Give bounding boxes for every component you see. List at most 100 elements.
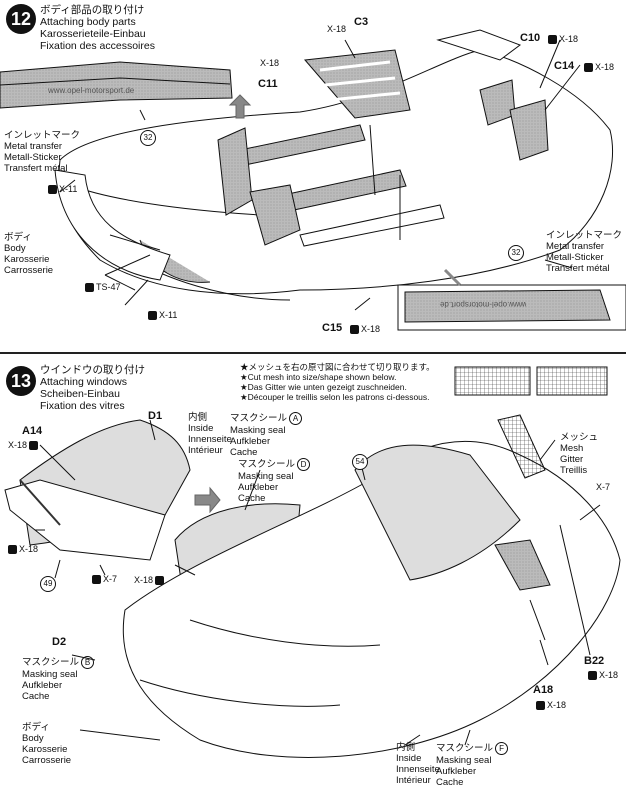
inlet-mark-left-jp: インレットマーク <box>4 130 81 141</box>
screw-hex-icon <box>588 671 597 681</box>
part-label-c3: C3 <box>354 16 369 28</box>
code-x7-right-text: X-7 <box>596 482 611 492</box>
part-c14 <box>509 99 549 161</box>
body-12-jp: ボディ <box>4 232 32 243</box>
mask-b-en: Masking seal <box>22 669 78 680</box>
body-label-12: ボディ Body Karosserie Carrosserie <box>4 232 53 276</box>
part-label-c15: C15 <box>322 322 343 334</box>
code-x18-c15-text: X-18 <box>361 324 381 334</box>
watermark-right: www.opel-motorsport.de <box>440 300 527 309</box>
mesh-template-right <box>536 366 608 396</box>
step12-title-jp: ボディ部品の取り付け <box>40 4 145 16</box>
screw-hex-icon <box>350 325 359 335</box>
screw-hex-icon <box>536 701 545 711</box>
inlet-mark-right-fr: Transfert métal <box>546 263 610 274</box>
note-de: ★Das Gitter wie unten gezeigt zuschneide… <box>240 382 407 392</box>
mask-f-fr: Cache <box>436 777 464 788</box>
mask-b-de: Aufkleber <box>22 680 63 691</box>
code-x18-mid: X-18 <box>134 575 166 586</box>
inlet-mark-left-label: インレットマーク Metal transfer Metall-Sticker T… <box>4 130 80 174</box>
mask-d-en: Masking seal <box>238 471 294 482</box>
step-number-12: 12 <box>6 4 36 34</box>
decal-number-32-left: 32 <box>140 130 156 146</box>
inside-label-top: 内側 Inside Innenseite Intérieur <box>188 412 232 456</box>
part-label-a14: A14 <box>22 425 43 437</box>
code-ts47: TS-47 <box>85 282 121 293</box>
part-a18 <box>494 539 551 591</box>
decal-number-49: 49 <box>40 576 56 592</box>
step12-title-fr: Fixation des accessoires <box>40 40 155 52</box>
code-x18-b22: X-18 <box>588 670 619 681</box>
body-label-13: ボディ Body Karosserie Carrosserie <box>22 722 71 766</box>
note-en: ★Cut mesh into size/shape shown below. <box>240 372 397 382</box>
code-x18-left-text: X-18 <box>19 544 39 554</box>
screw-hex-icon <box>155 576 165 586</box>
mask-d-de: Aufkleber <box>238 482 279 493</box>
inside-bottom-jp: 内側 <box>396 742 416 753</box>
body-12-de: Karosserie <box>4 254 50 265</box>
code-x18-c3: X-18 <box>327 24 346 34</box>
part-label-b22: B22 <box>584 655 605 667</box>
body-13-en: Body <box>22 733 44 744</box>
code-x18-b22-text: X-18 <box>599 670 619 680</box>
part-label-d1: D1 <box>148 410 163 422</box>
body-shell-12 <box>58 49 614 295</box>
code-x18-a18: X-18 <box>536 700 567 711</box>
inlet-mark-left-de: Metall-Sticker <box>4 152 62 163</box>
code-x18-c11: X-18 <box>260 58 279 68</box>
body-12-fr: Carrosserie <box>4 265 54 276</box>
step13-title: ウインドウの取り付け Attaching windows Scheiben-Ei… <box>40 364 145 412</box>
mask-a-de: Aufkleber <box>230 436 271 447</box>
code-x18-c14: X-18 <box>584 62 615 73</box>
code-x18-c14-text: X-18 <box>595 62 615 72</box>
code-x11-left-text: X-11 <box>59 184 78 194</box>
part-label-c11: C11 <box>258 78 278 90</box>
part-label-a18: A18 <box>533 684 554 696</box>
part-label-d2: D2 <box>52 636 67 648</box>
code-x18-a14-text: X-18 <box>8 440 28 450</box>
step12-title-en: Attaching body parts <box>40 16 136 28</box>
mask-f-jp: マスクシール <box>436 743 494 754</box>
code-x11-bottom: X-11 <box>148 310 177 321</box>
mesh-label: メッシュ Mesh Gitter Treillis <box>560 432 598 476</box>
code-x18-a14: X-18 <box>8 440 40 451</box>
mask-f-en: Masking seal <box>436 755 492 766</box>
step12-title: ボディ部品の取り付け Attaching body parts Karosser… <box>40 4 155 52</box>
inlet-mark-right-de: Metall-Sticker <box>546 252 604 263</box>
inlet-mark-right-label: インレットマーク Metal transfer Metall-Sticker T… <box>546 230 622 274</box>
body-13-fr: Carrosserie <box>22 755 72 766</box>
screw-hex-icon <box>148 311 157 321</box>
decal-number-54: 54 <box>352 454 368 470</box>
code-x11-left: X-11 <box>48 184 78 195</box>
code-x18-a18-text: X-18 <box>547 700 567 710</box>
mask-d-fr: Cache <box>238 493 266 504</box>
screw-hex-icon <box>584 63 593 73</box>
code-x7-left: X-7 <box>92 574 117 585</box>
screw-hex-icon <box>548 35 557 45</box>
inside-label-bottom: 内側 Inside Innenseite Intérieur <box>396 742 440 786</box>
code-x18-c15: X-18 <box>350 324 381 335</box>
screw-hex-icon <box>48 185 57 195</box>
rear-wing-12 <box>436 29 522 61</box>
direction-arrow-13 <box>194 486 221 514</box>
inside-top-fr: Intérieur <box>188 445 223 456</box>
inlet-mark-right-jp: インレットマーク <box>546 230 623 241</box>
front-bumper-12 <box>54 169 171 281</box>
screw-hex-icon <box>29 441 39 451</box>
watermark-left: www.opel-motorsport.de <box>48 86 135 95</box>
note-fr: ★Découper le treillis selon les patrons … <box>240 392 430 402</box>
mask-d-letter: D <box>297 458 311 471</box>
mesh-jp: メッシュ <box>560 432 599 443</box>
mask-f-de: Aufkleber <box>436 766 477 777</box>
step13-drawing <box>4 366 621 758</box>
screw-hex-icon <box>8 545 17 555</box>
part-label-c10: C10 <box>520 32 541 44</box>
mask-d-jp: マスクシール <box>238 459 296 470</box>
body-13-jp: ボディ <box>22 722 50 733</box>
code-x18-mid-text: X-18 <box>134 575 154 585</box>
code-x18-c10-text: X-18 <box>559 34 579 44</box>
mesh-cut-note: ★メッシュを右の原寸図に合わせて切り取ります。 ★Cut mesh into s… <box>240 362 435 402</box>
